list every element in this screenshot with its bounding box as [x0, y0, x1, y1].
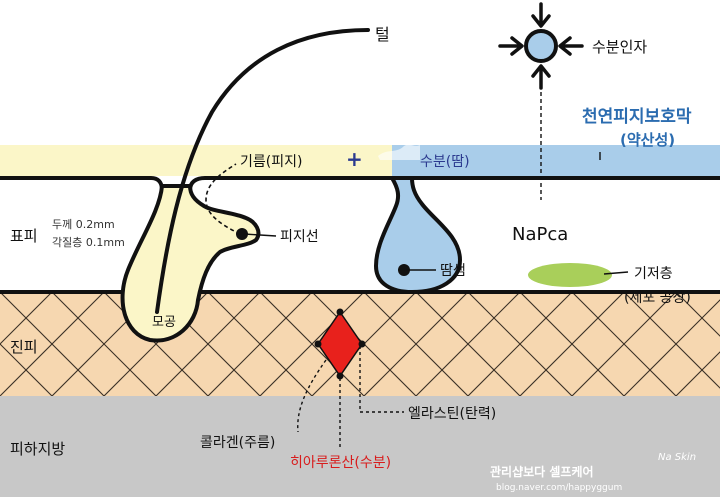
diamond-node-right: [358, 340, 366, 348]
fiber-line: [363, 292, 469, 396]
hair-label: 털: [375, 25, 390, 44]
watermark-url: blog.naver.com/happyggum: [496, 483, 622, 493]
watermark-tag: Na Skin: [658, 452, 696, 463]
fiber-line: [519, 292, 625, 396]
fiber-line: [0, 292, 105, 396]
plus-sign: +: [346, 147, 363, 171]
natural-barrier-label: 천연피지보호막: [582, 107, 692, 127]
film-boundary: [378, 144, 420, 160]
sebum-label: 기름(피지): [240, 154, 302, 170]
epidermis-surface-left: [0, 176, 164, 191]
natural-barrier-sublabel: (약산성): [620, 131, 675, 149]
subcutaneous-layer: [0, 396, 720, 497]
subcutaneous-label: 피하지방: [10, 440, 65, 458]
fiber-line: [207, 292, 313, 396]
collagen-label: 콜라겐(주름): [200, 435, 275, 451]
dermis-fiber-pattern: [0, 292, 720, 396]
fiber-line: [0, 343, 53, 396]
hyaluronic-label: 히아루론산(수분): [290, 455, 391, 471]
fiber-line: [259, 292, 365, 396]
fiber-line: [467, 292, 573, 396]
diamond-node-top: [336, 308, 344, 316]
epidermis-surface-mid: [188, 176, 392, 191]
watermark-title: 관리샵보다 셀프케어: [490, 464, 594, 479]
napca-label: NaPca: [512, 224, 568, 245]
stratum-corneum-thickness: 각질층 0.1mm: [52, 236, 125, 249]
sweat-label: 수분(땀): [420, 154, 470, 170]
sweat-gland: [374, 176, 462, 294]
dermis-label: 진피: [10, 338, 38, 356]
nmf-symbol: [498, 2, 584, 90]
elastin-label: 엘라스틴(탄력): [408, 406, 496, 422]
water-film: [392, 145, 720, 176]
collagen-leader: [297, 359, 327, 433]
sebum-flow-path: [205, 163, 241, 235]
fiber-line: [571, 292, 677, 396]
fiber-line: [675, 292, 720, 337]
fiber-line: [675, 351, 720, 396]
fiber-line: [415, 292, 521, 396]
basal-leader: [603, 271, 629, 275]
sweat-gland-label: 땀샘: [440, 263, 466, 279]
basal-layer-label: 기저층: [634, 266, 673, 282]
sebaceous-leader: [243, 233, 277, 237]
elastin-leader: [359, 346, 404, 413]
basal-layer-sublabel: (세포 공장): [624, 290, 691, 306]
sebaceous-gland-label: 피지선: [280, 229, 319, 245]
basal-layer: [528, 263, 612, 287]
epidermis-thickness: 두께 0.2mm: [52, 218, 115, 231]
fiber-line: [623, 299, 720, 396]
sebaceous-gland-dot: [236, 228, 248, 240]
epidermis-label: 표피: [10, 227, 38, 245]
diamond-node-left: [314, 340, 322, 348]
diamond-node-bottom: [336, 372, 344, 380]
fiber-line: [155, 292, 261, 396]
sweat-gland-dot: [398, 264, 410, 276]
pore-label: 모공: [152, 315, 176, 330]
nmf-label: 수분인자: [592, 38, 647, 56]
fiber-line: [0, 292, 53, 345]
hair-shaft: [155, 28, 370, 314]
